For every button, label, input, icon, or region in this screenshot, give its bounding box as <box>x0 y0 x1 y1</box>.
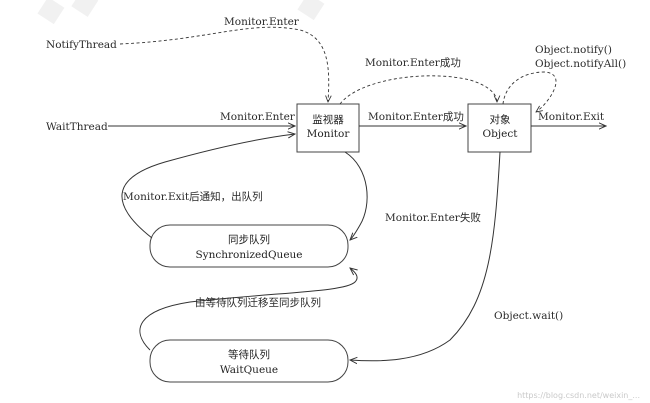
synchronized-queue <box>149 224 349 268</box>
object-wait-label: Object.wait() <box>494 310 563 322</box>
monitor-label-en: Monitor <box>307 128 351 140</box>
move-to-sync-arrow <box>139 268 357 351</box>
object-wait-arrow <box>350 151 501 361</box>
notify-enter-arrow <box>119 26 329 102</box>
object-notify-label: Object.notify() <box>535 44 612 56</box>
wait-enter-success-label: Monitor.Enter成功 <box>368 111 464 123</box>
wait-thread-label: WaitThread <box>46 121 108 133</box>
source-watermark: https://blog.csdn.net/weixin_... <box>517 391 640 400</box>
object-box <box>467 103 532 153</box>
monitor-exit-label: Monitor.Exit <box>538 111 605 123</box>
object-notifyall-label: Object.notifyAll() <box>535 58 626 70</box>
sync-queue-label-cn: 同步队列 <box>228 233 270 246</box>
dequeue-arrow <box>121 134 295 239</box>
notify-enter-success-arrow <box>339 75 497 105</box>
object-notify-loop-arrow <box>502 71 557 112</box>
wait-queue-label-en: WaitQueue <box>220 364 278 376</box>
enter-fail-arrow <box>344 151 368 240</box>
notify-enter-success-label: Monitor.Enter成功 <box>365 57 461 69</box>
monitor-box <box>296 103 360 153</box>
move-to-sync-label: 由等待队列迁移至同步队列 <box>195 296 321 309</box>
notify-enter-label: Monitor.Enter <box>224 16 300 28</box>
monitor-label-cn: 监视器 <box>312 113 344 126</box>
wait-queue <box>149 339 349 383</box>
background-watermark-mark: ◆ ◆ <box>33 0 102 30</box>
sync-queue-label-en: SynchronizedQueue <box>195 249 302 261</box>
notify-thread-label: NotifyThread <box>46 39 117 51</box>
enter-fail-label: Monitor.Enter失败 <box>385 211 481 224</box>
object-label-en: Object <box>483 128 519 140</box>
wait-queue-label-cn: 等待队列 <box>228 348 270 361</box>
wait-enter-label: Monitor.Enter <box>220 111 296 123</box>
dequeue-label: Monitor.Exit后通知，出队列 <box>123 190 263 203</box>
object-label-cn: 对象 <box>490 113 511 126</box>
